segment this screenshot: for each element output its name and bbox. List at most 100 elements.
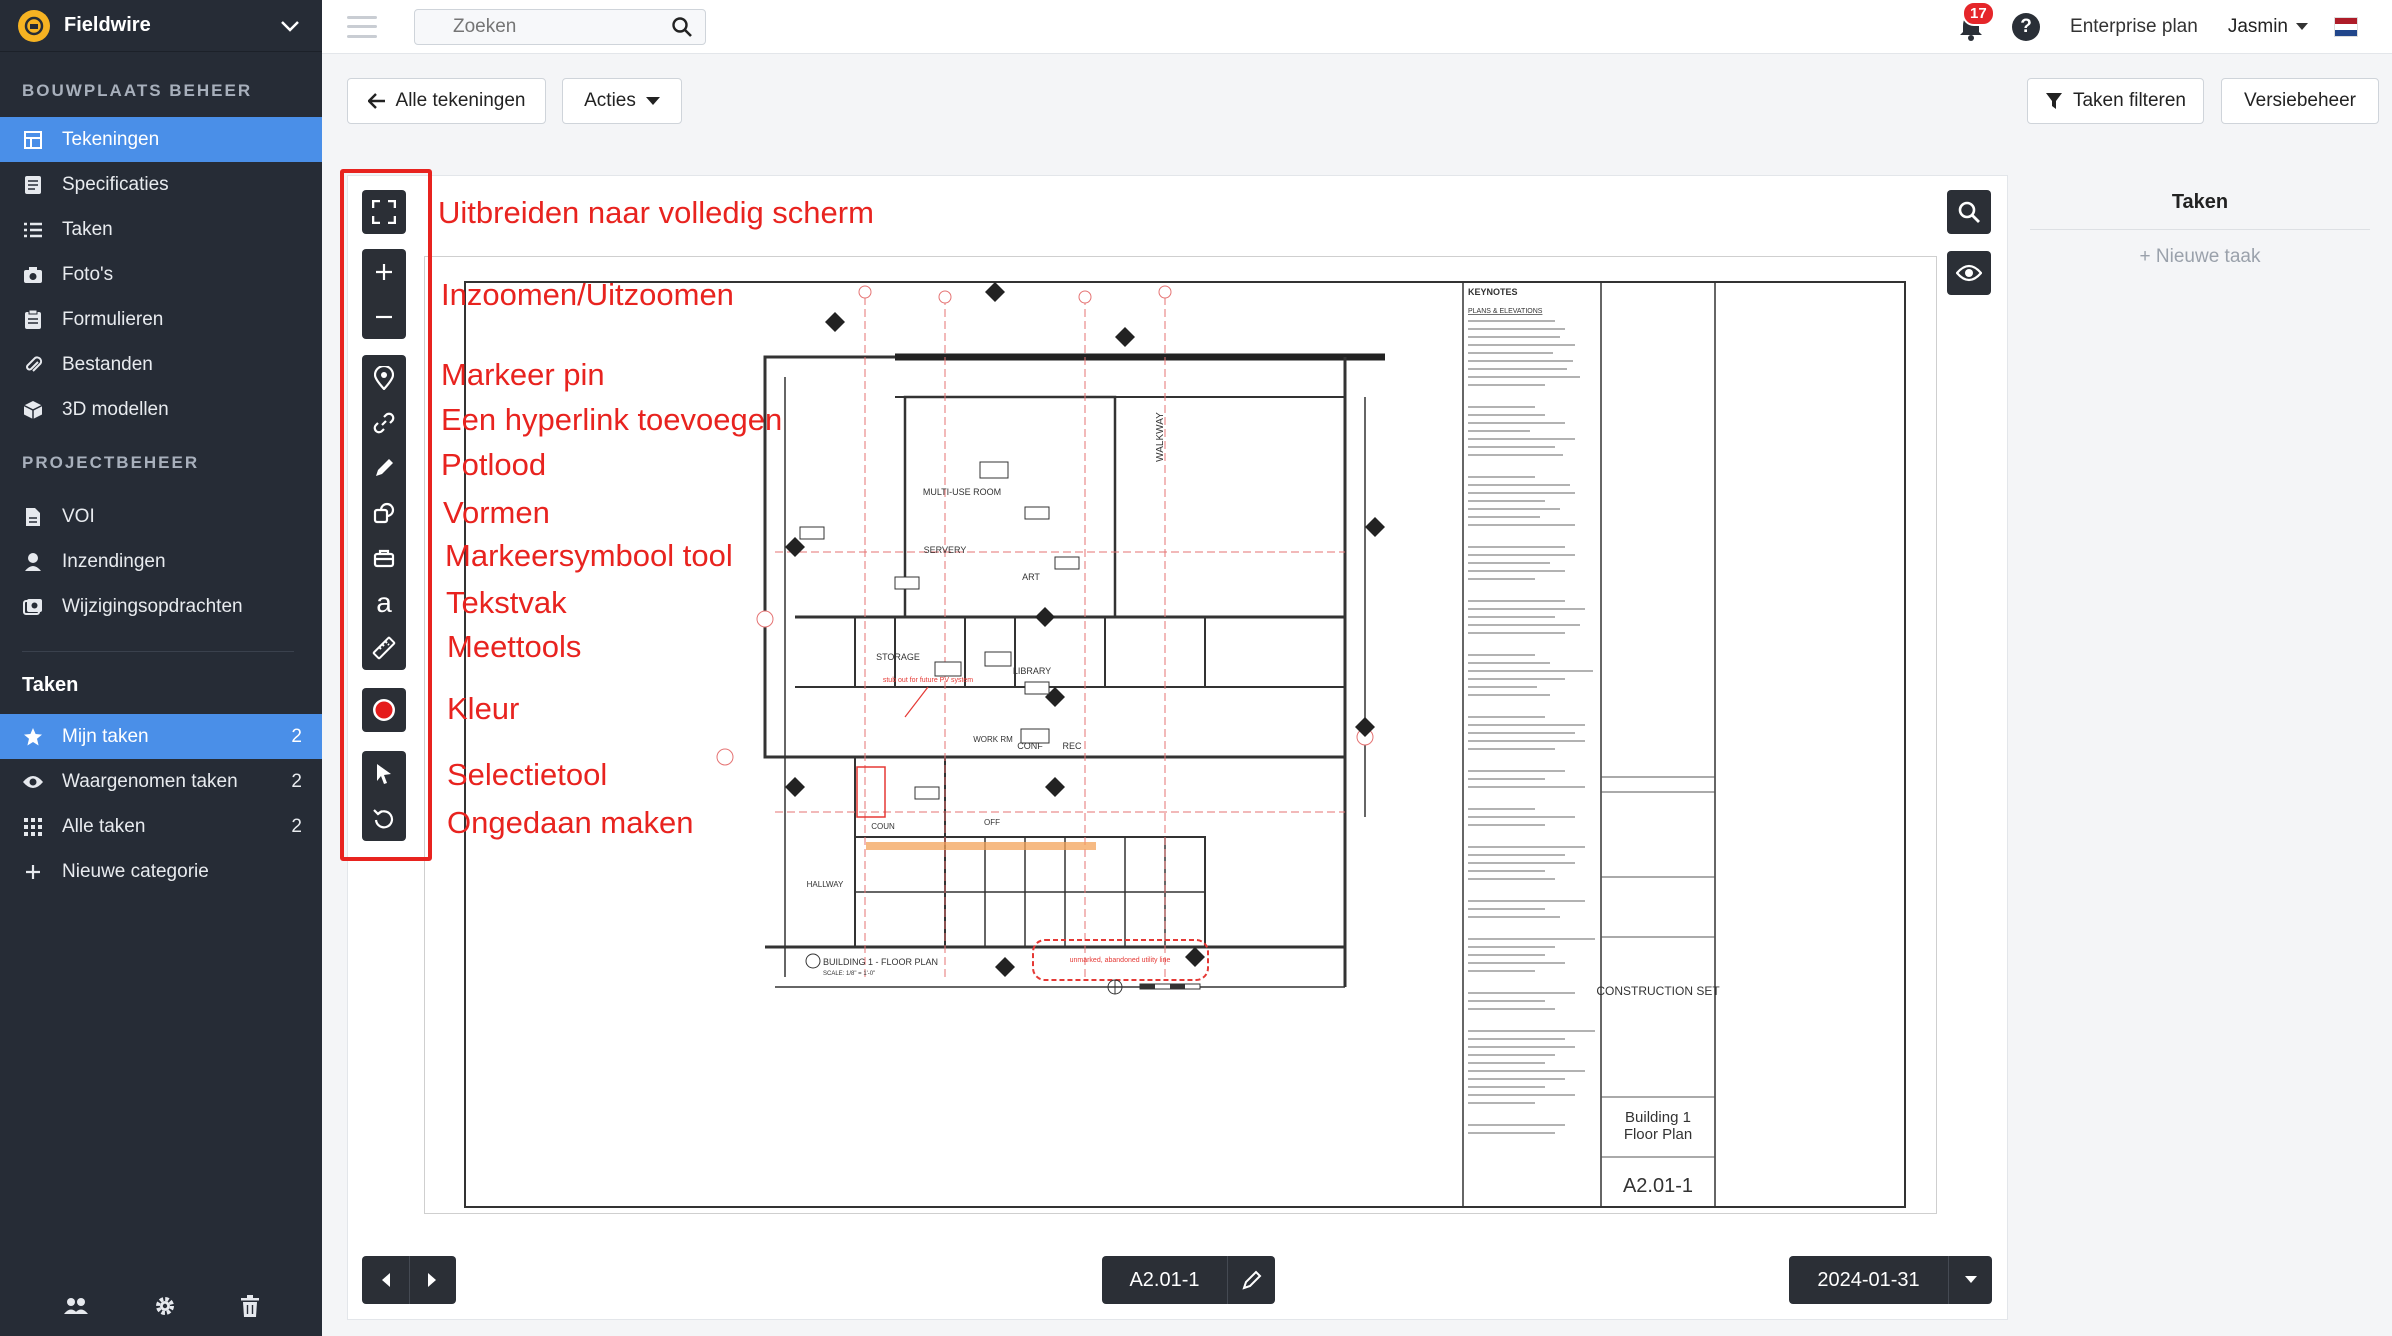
- sidebar-item-label: Mijn taken: [62, 725, 149, 747]
- gear-icon[interactable]: [154, 1295, 176, 1317]
- annotation-text: Tekstvak: [446, 585, 567, 620]
- title-bubble: [805, 953, 821, 969]
- sidebar-item-label: Wijzigingsopdrachten: [62, 595, 243, 617]
- sidebar-item-specs[interactable]: Specificaties: [0, 162, 322, 207]
- caret-down-icon: [645, 96, 660, 105]
- sheet-name-control[interactable]: A2.01-1: [1102, 1256, 1275, 1304]
- new-task-button[interactable]: + Nieuwe taak: [2139, 246, 2261, 267]
- section-markers: [785, 282, 1385, 977]
- caret-down-icon: [1964, 1276, 1977, 1283]
- help-icon[interactable]: ?: [2012, 12, 2041, 41]
- sheet-pager: [362, 1256, 456, 1304]
- pencil-tool-button[interactable]: [362, 445, 406, 490]
- task-count: 2: [291, 770, 302, 792]
- room-hallway: HALLWAY: [807, 880, 844, 889]
- version-date-dropdown[interactable]: [1948, 1256, 1992, 1304]
- sidebar-item-change-orders[interactable]: Wijzigingsopdrachten: [0, 584, 322, 629]
- pin-tool-button[interactable]: [362, 355, 406, 400]
- sidebar-item-tasks[interactable]: Taken: [0, 207, 322, 252]
- filter-tasks-button[interactable]: Taken filteren: [2027, 78, 2204, 124]
- markup-tools-group: a: [362, 355, 406, 670]
- sheet-name-label: A2.01-1: [1129, 1268, 1200, 1291]
- room-library: LIBRARY: [1013, 666, 1051, 676]
- version-date-select[interactable]: 2024-01-31: [1789, 1256, 1992, 1304]
- marker-tool-button[interactable]: [362, 535, 406, 580]
- drawing-viewer[interactable]: KEYNOTES PLANS & ELEVATIONS: [347, 175, 2008, 1320]
- specs-icon: [22, 174, 44, 196]
- list-icon: [22, 219, 44, 241]
- sidebar-item-label: Tekeningen: [62, 128, 160, 150]
- user-name: Jasmin: [2227, 15, 2288, 37]
- plan-title: BUILDING 1 - FLOOR PLAN: [823, 957, 938, 967]
- next-sheet-button[interactable]: [410, 1256, 457, 1304]
- search-drawing-button[interactable]: [1947, 190, 1991, 234]
- people-icon[interactable]: [63, 1296, 89, 1316]
- sidebar-divider: [22, 651, 294, 652]
- task-count: 2: [291, 725, 302, 747]
- markup-box: [856, 766, 886, 818]
- annotation-shapes: Vormen: [443, 495, 550, 530]
- select-tool-button[interactable]: [362, 751, 406, 796]
- sidebar-item-my-tasks[interactable]: Mijn taken 2: [0, 714, 322, 759]
- toolbox-icon: [373, 549, 395, 567]
- previous-sheet-button[interactable]: [362, 1256, 410, 1304]
- annotation-color: Kleur: [447, 691, 520, 726]
- floor-plan-drawing: KEYNOTES PLANS & ELEVATIONS: [464, 281, 1906, 1208]
- zoom-in-button[interactable]: [362, 249, 406, 294]
- scale-bar: [1139, 983, 1201, 990]
- fullscreen-button[interactable]: [362, 190, 406, 234]
- version-management-button[interactable]: Versiebeheer: [2221, 78, 2379, 124]
- brand-bar[interactable]: Fieldwire: [0, 0, 322, 52]
- notifications-button[interactable]: 17: [1956, 0, 1995, 42]
- chevron-down-icon[interactable]: [276, 12, 304, 40]
- zoom-out-button[interactable]: [362, 294, 406, 339]
- button-label: Versiebeheer: [2244, 90, 2356, 111]
- task-count: 2: [291, 815, 302, 837]
- sidebar-item-drawings[interactable]: Tekeningen: [0, 117, 322, 162]
- sidebar-item-photos[interactable]: Foto's: [0, 252, 322, 297]
- sidebar-item-files[interactable]: Bestanden: [0, 342, 322, 387]
- search-box[interactable]: [414, 8, 706, 45]
- plus-icon: [376, 263, 392, 280]
- color-picker-button[interactable]: [362, 688, 406, 732]
- eye-icon: [22, 771, 44, 793]
- all-drawings-button[interactable]: Alle tekeningen: [347, 78, 546, 124]
- filter-icon: [2045, 93, 2062, 109]
- grid-icon: [22, 816, 44, 838]
- highlight-markup: [866, 842, 1096, 850]
- sidebar: Fieldwire BOUWPLAATS BEHEER Tekeningen S…: [0, 0, 322, 1336]
- sidebar-item-forms[interactable]: Formulieren: [0, 297, 322, 342]
- search-icon[interactable]: [671, 16, 693, 38]
- drawing-sheet[interactable]: KEYNOTES PLANS & ELEVATIONS: [424, 256, 1937, 1214]
- person-icon: [22, 551, 44, 573]
- title-sheet-number: A2.01-1: [1623, 1175, 1693, 1197]
- button-label: Acties: [584, 90, 636, 111]
- hyperlink-tool-button[interactable]: [362, 400, 406, 445]
- measure-tool-button[interactable]: [362, 625, 406, 670]
- search-input[interactable]: [451, 14, 651, 39]
- sidebar-item-watched-tasks[interactable]: Waargenomen taken 2: [0, 759, 322, 804]
- language-flag-icon[interactable]: [2334, 16, 2358, 37]
- room-off: OFF: [984, 818, 1000, 827]
- trash-icon[interactable]: [241, 1295, 260, 1317]
- sidebar-item-submittals[interactable]: Inzendingen: [0, 539, 322, 584]
- floor-plan-grid: [775, 297, 1345, 977]
- sidebar-item-new-category[interactable]: Nieuwe categorie: [0, 849, 322, 894]
- shapes-tool-button[interactable]: [362, 490, 406, 535]
- room-work: WORK RM: [973, 735, 1013, 744]
- plan-label[interactable]: Enterprise plan: [2070, 15, 2198, 37]
- north-arrow: [1107, 979, 1123, 995]
- visibility-button[interactable]: [1947, 251, 1991, 295]
- sidebar-item-voi[interactable]: VOI: [0, 494, 322, 539]
- edit-sheet-name-button[interactable]: [1227, 1256, 1275, 1304]
- text-tool-button[interactable]: a: [362, 580, 406, 625]
- user-menu[interactable]: Jasmin: [2228, 16, 2308, 38]
- caret-down-icon: [2296, 22, 2308, 30]
- actions-dropdown[interactable]: Acties: [562, 78, 682, 124]
- annotation-undo: Ongedaan maken: [447, 805, 694, 840]
- sidebar-item-all-tasks[interactable]: Alle taken 2: [0, 804, 322, 849]
- camera-icon: [22, 264, 44, 286]
- sidebar-item-3d-models[interactable]: 3D modellen: [0, 387, 322, 432]
- hamburger-menu-icon[interactable]: [347, 15, 377, 38]
- undo-button[interactable]: [362, 796, 406, 841]
